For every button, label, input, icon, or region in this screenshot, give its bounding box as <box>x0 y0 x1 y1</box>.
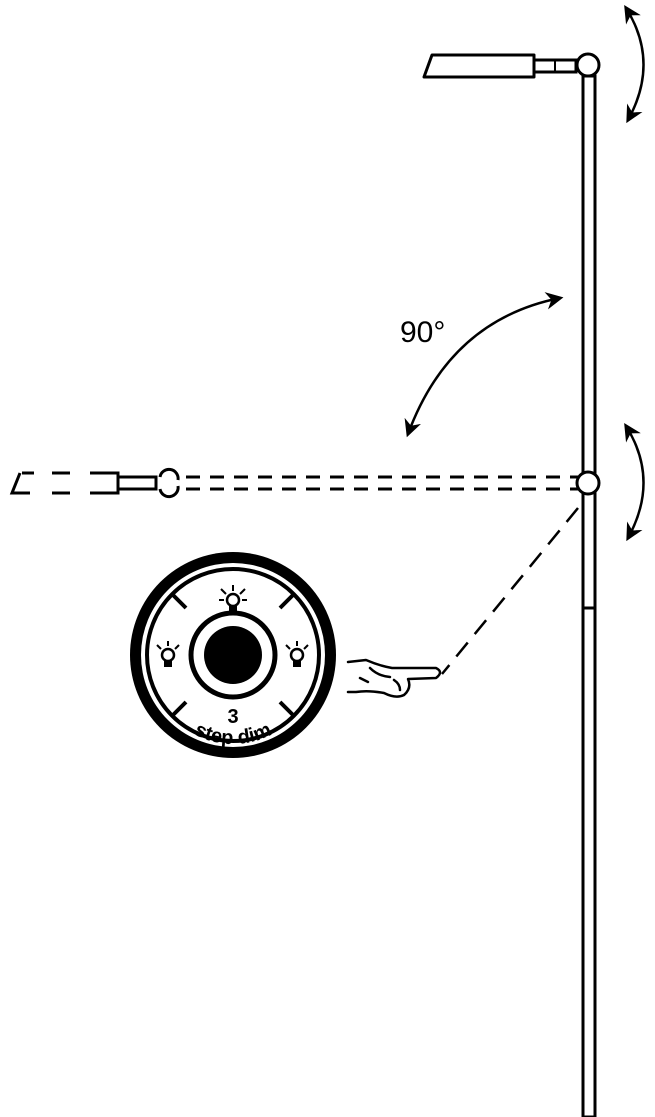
lamp-pole <box>581 74 597 1117</box>
rotation-90-arrow <box>404 292 564 438</box>
lamp-head-icon <box>422 53 578 79</box>
dial-step-number: 3 <box>227 706 238 728</box>
pivot-joint-icon[interactable] <box>575 470 601 496</box>
dashed-leader-line <box>441 507 579 675</box>
dial-center-button[interactable] <box>204 626 262 684</box>
bulb-icon <box>156 641 180 667</box>
dashed-lamp-head <box>9 467 180 499</box>
rotate-arrow-icon <box>624 423 645 542</box>
dashed-alignment-line <box>186 475 578 491</box>
three-step-dim-dial[interactable]: 3 step dim <box>130 552 336 758</box>
pointing-hand-icon <box>346 658 442 698</box>
pivot-joint-icon[interactable] <box>575 52 601 78</box>
rotate-arrow-icon <box>624 5 645 124</box>
bulb-icon <box>219 585 247 612</box>
angle-label: 90° <box>400 316 445 349</box>
bulb-icon <box>285 641 309 667</box>
